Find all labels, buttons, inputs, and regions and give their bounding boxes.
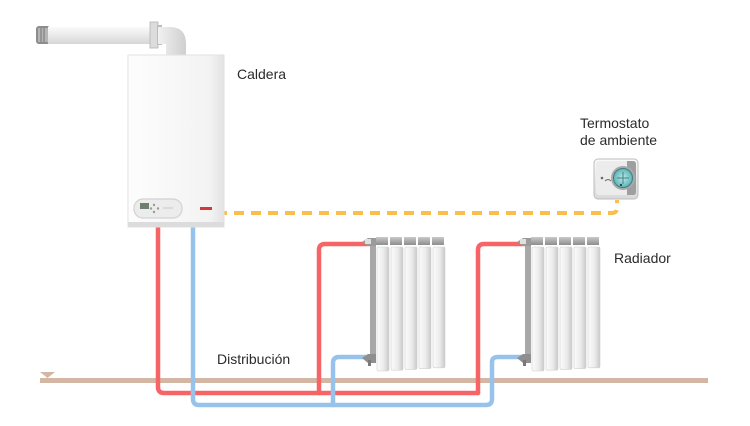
return-pipe-main (190, 223, 528, 408)
radiator-section-header (559, 237, 571, 245)
radiator-section-header (587, 237, 599, 245)
return-pipe (190, 223, 528, 408)
radiator-section (545, 246, 559, 371)
distribution-label: Distribución (217, 351, 291, 367)
radiator-bottom-valve-stem (523, 360, 526, 366)
supply-pipe-radiator-1 (316, 241, 373, 396)
radiator-section (573, 246, 587, 369)
radiator-section (587, 246, 601, 369)
radiator-bottom-valve (517, 354, 531, 363)
thermostat-label: Termostato de ambiente (580, 115, 657, 149)
boiler-brand-logo (200, 207, 212, 210)
boiler (127, 54, 225, 228)
floor-line (40, 372, 708, 383)
radiator-section-header (545, 237, 557, 245)
radiator-section-header (390, 237, 402, 245)
radiator-section (531, 246, 545, 372)
radiator-section (376, 246, 390, 372)
radiator-section (390, 246, 404, 371)
radiator-bottom-valve-stem (368, 360, 371, 366)
radiator-valve-cap (520, 239, 526, 244)
radiator-section-header (432, 237, 444, 245)
control-wire (183, 200, 619, 215)
room-thermostat (593, 158, 639, 200)
radiator-back-column (370, 238, 376, 360)
radiator-bottom-valve (362, 354, 376, 363)
radiator-section-header (376, 237, 388, 245)
boiler-label: Caldera (237, 66, 287, 82)
thermostat-label-line-1: Termostato (580, 115, 650, 131)
radiator-section (404, 246, 418, 370)
radiator-section (418, 246, 432, 369)
radiator-section-header (573, 237, 585, 245)
radiator-1 (362, 237, 446, 372)
supply-pipe-radiator-2 (475, 241, 528, 396)
return-pipe-radiator-1 (330, 354, 373, 408)
radiator-section-header (531, 237, 543, 245)
radiator-valve-cap (365, 239, 371, 244)
flue-pipe (36, 21, 186, 56)
radiator-section (559, 246, 573, 370)
radiator-section (432, 246, 446, 369)
radiator-label: Radiador (614, 250, 671, 266)
supply-pipe-main (155, 223, 481, 396)
radiator-section-header (418, 237, 430, 245)
radiator-2 (517, 237, 601, 372)
supply-pipe (155, 223, 528, 396)
radiator-back-column (525, 238, 531, 360)
radiator-section-header (404, 237, 416, 245)
thermostat-label-line-2: de ambiente (580, 132, 658, 148)
